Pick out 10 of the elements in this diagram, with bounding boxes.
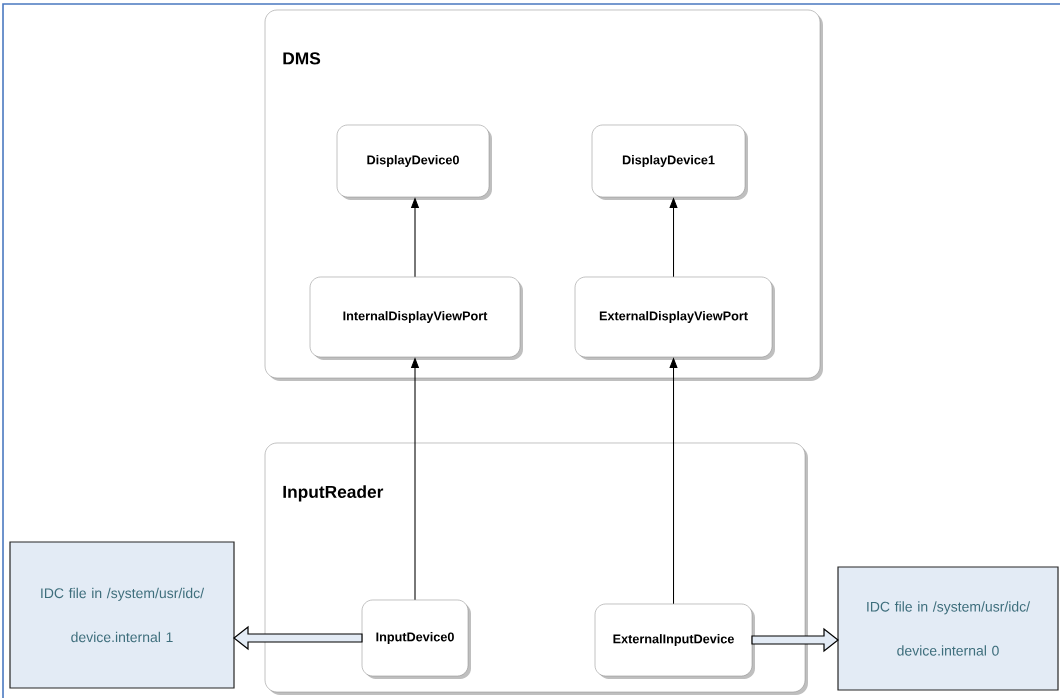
component-box: InternalDisplayViewPort — [309, 276, 523, 360]
component-box: DisplayDevice0 — [336, 124, 492, 200]
component-box: ExternalInputDevice — [594, 603, 755, 679]
arrow — [751, 627, 839, 653]
component-box: DisplayDevice1 — [591, 124, 748, 200]
component-box: InputDevice0 — [361, 599, 471, 679]
file-box: IDC file in /system/usr/idc/ device.internal 1 — [9, 541, 235, 689]
component-box: ExternalDisplayViewPort — [574, 276, 775, 360]
file-box: IDC file in /system/usr/idc/ device.internal 0 — [837, 566, 1059, 691]
arrow — [233, 625, 363, 651]
